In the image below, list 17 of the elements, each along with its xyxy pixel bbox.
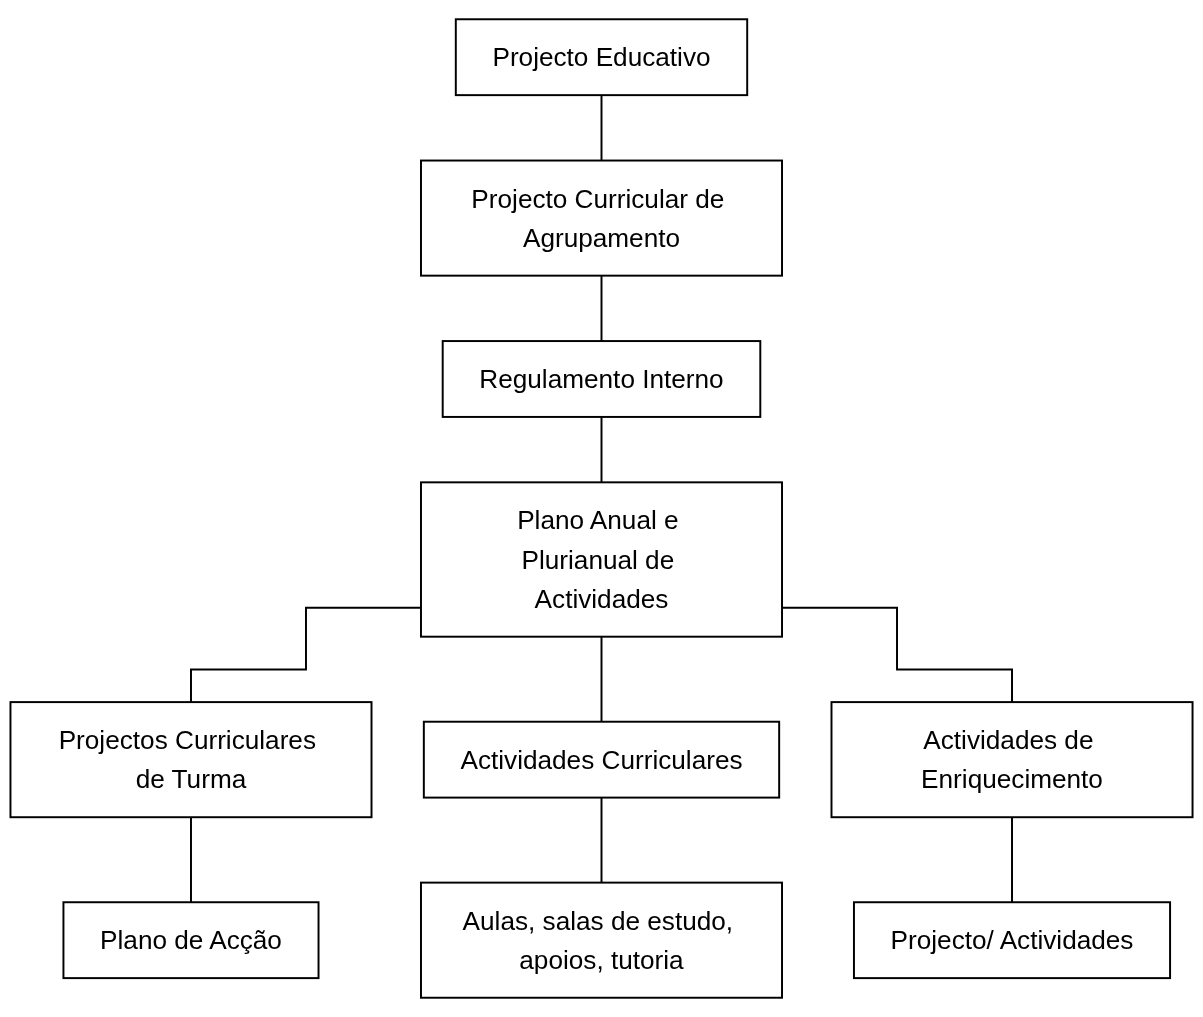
connector [600,94,603,162]
node-box: Actividades Curriculares [422,720,781,799]
connector [600,274,603,343]
connector [600,635,603,723]
node-box: Projecto/ Actividades [853,901,1172,980]
node-box: Plano Anual e Plurianual de Actividades [420,481,783,638]
node-box: Projecto Curricular de Agrupamento [420,159,783,277]
connector [190,816,192,904]
connector [600,796,603,884]
node-box: Actividades de Enriquecimento [830,701,1194,819]
connector [1011,816,1013,904]
node-box: Projectos Curriculares de Turma [9,701,373,819]
node-box: Plano de Acção [62,901,320,980]
node-box: Projecto Educativo [454,18,749,97]
node-box: Regulamento Interno [441,340,762,418]
node-box: Aulas, salas de estudo, apoios, tutoria [420,881,783,999]
connector [600,415,603,484]
